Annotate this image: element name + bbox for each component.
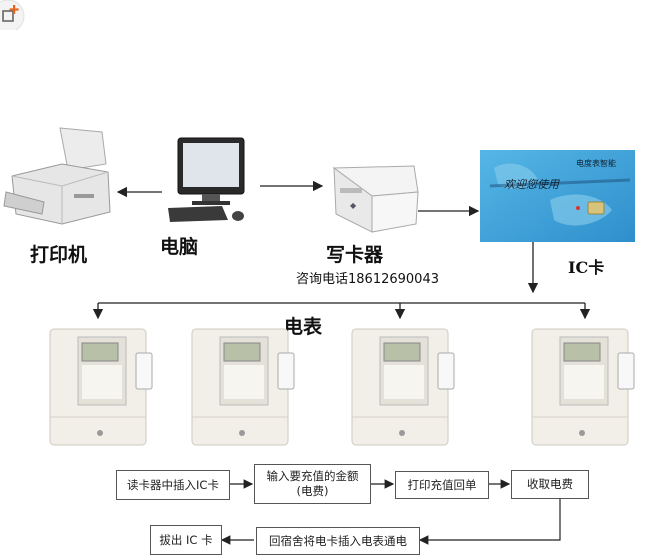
card-welcome-text: 欢迎您使用 [504, 178, 559, 191]
step-enter-amount: 输入要充值的金额 (电费) [254, 464, 371, 504]
electric-meter-icon [190, 325, 298, 449]
step-print-receipt-text: 打印充值回单 [407, 477, 477, 492]
meters-label: 电表 [284, 316, 323, 338]
step-insert-card: 读卡器中插入IC卡 [116, 470, 230, 500]
step-collect-fee-text: 收取电费 [527, 477, 573, 491]
printer-label: 打印机 [30, 244, 88, 266]
step-remove-card-text: 拔出 IC 卡 [159, 532, 213, 547]
step-insert-meter-text: 回宿舍将电卡插入电表通电 [269, 533, 407, 548]
step-print-receipt: 打印充值回单 [395, 471, 489, 499]
contact-phone: 咨询电话18612690043 [296, 272, 439, 287]
step-collect-fee: 收取电费 [511, 470, 589, 499]
electric-meter-icon [350, 325, 458, 449]
electric-meter-icon [530, 325, 638, 449]
step-enter-amount-text: 输入要充值的金额 [266, 469, 359, 483]
step-remove-card: 拔出 IC 卡 [150, 525, 222, 555]
ic-card-icon: 欢迎您使用 电度表智能 [480, 150, 635, 242]
electric-meter-icon [48, 325, 156, 449]
step-insert-card-text: 读卡器中插入IC卡 [127, 477, 219, 492]
card-issuer-text: 电度表智能 [576, 159, 616, 168]
computer-label: 电脑 [160, 236, 199, 258]
printer-icon [2, 124, 114, 230]
svg-text:◆: ◆ [350, 201, 357, 210]
card-writer-label: 写卡器 [326, 244, 384, 266]
computer-icon [164, 136, 258, 228]
card-writer-icon: ◆ [328, 162, 420, 236]
ic-card-label: IC卡 [568, 258, 605, 277]
step-insert-meter: 回宿舍将电卡插入电表通电 [256, 527, 420, 555]
step-enter-amount-note: (电费) [296, 484, 329, 498]
